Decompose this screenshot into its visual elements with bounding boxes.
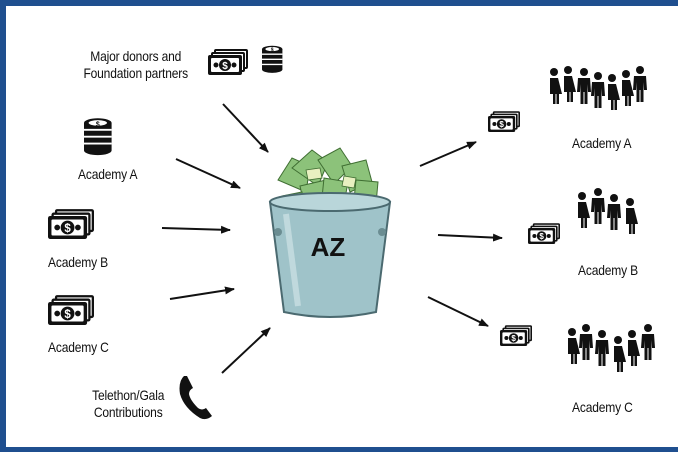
money-bucket-icon: AZ [268, 147, 392, 318]
telethon-label: Telethon/Gala Contributions [68, 387, 188, 421]
cash-stack-icon [500, 325, 532, 346]
people-group-icon [578, 188, 638, 234]
cash-stack-icon [48, 295, 94, 325]
arrow-icon [175, 158, 241, 189]
recipient-academy-a-label: Academy A [572, 135, 632, 151]
arrow-icon [161, 225, 231, 234]
cash-stack-icon [488, 111, 520, 132]
people-group-icon [550, 66, 647, 110]
source-academy-c-label: Academy C [48, 339, 109, 355]
telephone-icon [179, 376, 212, 420]
arrow-icon [427, 296, 489, 327]
arrow-icon [169, 286, 235, 300]
source-academy-a-label: Academy A [78, 166, 138, 182]
cash-stack-icon [528, 223, 560, 244]
recipient-academy-c-label: Academy C [572, 399, 633, 415]
major-donors-line-1: Major donors and [90, 48, 182, 64]
bucket-label: AZ [311, 232, 346, 262]
arrow-icon [437, 233, 503, 242]
telethon-line-1: Telethon/Gala [92, 387, 165, 403]
coin-stack-icon [83, 117, 113, 157]
recipient-academy-b-label: Academy B [578, 262, 639, 278]
major-donors-label: Major donors and Foundation partners [54, 48, 217, 82]
cash-stack-icon [48, 209, 94, 239]
arrow-icon [221, 327, 271, 374]
arrow-icon [222, 103, 269, 153]
people-group-icon [568, 324, 655, 372]
arrow-icon [419, 141, 477, 167]
telethon-line-2: Contributions [93, 404, 163, 420]
major-donors-line-2: Foundation partners [83, 65, 188, 81]
source-academy-b-label: Academy B [48, 254, 109, 270]
coin-stack-icon [261, 45, 284, 74]
